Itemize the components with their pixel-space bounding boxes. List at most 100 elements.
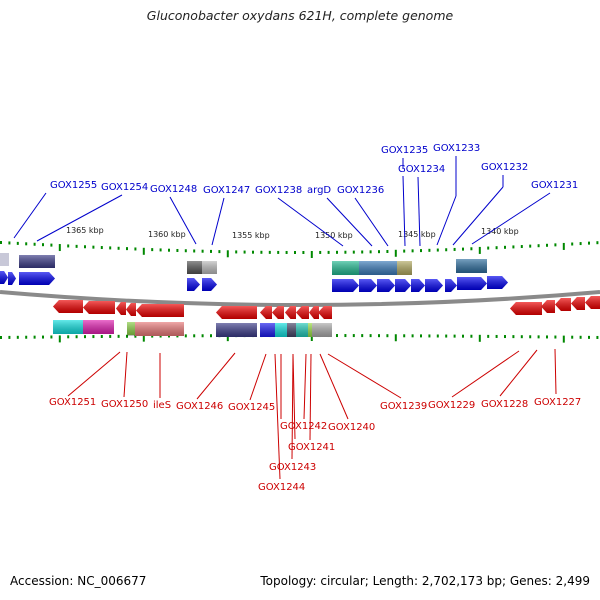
tick-mark <box>117 246 120 250</box>
tick-mark <box>420 249 422 253</box>
gene-label-iles[interactable]: ileS <box>153 400 171 411</box>
tick-mark <box>50 335 53 339</box>
gene-label-gox1246[interactable]: GOX1246 <box>176 401 223 412</box>
reverse-gene-arrow <box>309 306 319 319</box>
forward-gene-arrow <box>187 278 200 291</box>
tick-mark <box>562 242 565 250</box>
tick-mark <box>184 334 187 338</box>
tick-mark <box>403 249 406 253</box>
gene-label-gox1229[interactable]: GOX1229 <box>428 400 475 411</box>
tick-mark <box>142 334 145 342</box>
gene-label-gox1240[interactable]: GOX1240 <box>328 422 375 433</box>
tick-mark <box>352 250 355 254</box>
tick-mark <box>16 241 19 245</box>
tick-mark <box>571 242 574 246</box>
gene-label-gox1241[interactable]: GOX1241 <box>288 442 335 453</box>
tick-mark <box>67 244 70 248</box>
tick-mark <box>344 250 347 254</box>
tick-mark <box>84 245 86 249</box>
genome-summary-text: Topology: circular; Length: 2,702,173 bp… <box>260 574 590 588</box>
gene-label-gox1228[interactable]: GOX1228 <box>481 399 528 410</box>
tick-mark <box>361 250 364 254</box>
gene-label-gox1250[interactable]: GOX1250 <box>101 399 148 410</box>
leader-line <box>417 176 421 247</box>
tick-mark <box>75 244 78 248</box>
tick-mark <box>100 334 103 338</box>
tick-mark <box>596 335 599 339</box>
tick-mark <box>554 243 557 247</box>
gene-label-gox1242[interactable]: GOX1242 <box>280 421 327 432</box>
forward-genes <box>0 271 508 292</box>
leader-line <box>354 197 389 247</box>
leader-line <box>291 353 294 460</box>
tick-mark <box>546 243 548 247</box>
forward-gene-arrow <box>457 277 487 290</box>
forward-gene-arrow <box>411 279 425 292</box>
leader-line <box>309 353 312 441</box>
gene-label-gox1248[interactable]: GOX1248 <box>150 184 197 195</box>
tick-mark <box>562 335 565 343</box>
gene-label-gox1245[interactable]: GOX1245 <box>228 402 275 413</box>
leader-line <box>36 194 123 242</box>
gene-label-gox1231[interactable]: GOX1231 <box>531 180 578 191</box>
tick-mark <box>134 334 137 338</box>
tick-mark <box>512 335 515 339</box>
tick-mark <box>378 250 380 254</box>
reverse-gene-arrow <box>83 301 115 314</box>
scale-ticks <box>0 241 599 343</box>
tick-mark <box>571 335 574 339</box>
tick-mark <box>588 241 590 245</box>
gene-label-gox1244[interactable]: GOX1244 <box>258 482 305 493</box>
tick-mark <box>58 335 61 343</box>
tick-mark <box>428 248 431 252</box>
accession-text: Accession: NC_006677 <box>10 574 147 588</box>
gene-label-gox1238[interactable]: GOX1238 <box>255 185 302 196</box>
gene-label-gox1251[interactable]: GOX1251 <box>49 397 96 408</box>
tick-mark <box>445 248 448 252</box>
tick-mark <box>159 334 162 338</box>
tick-mark <box>294 250 296 254</box>
tick-mark <box>193 334 196 338</box>
gene-label-gox1232[interactable]: GOX1232 <box>481 162 528 173</box>
tick-mark <box>151 334 154 338</box>
reverse-gene-arrow <box>126 303 136 316</box>
tick-mark <box>151 248 154 252</box>
leader-line <box>451 350 520 398</box>
tick-mark <box>369 250 372 254</box>
gene-label-gox1255[interactable]: GOX1255 <box>50 180 97 191</box>
tick-mark <box>394 334 397 342</box>
gene-label-gox1236[interactable]: GOX1236 <box>337 185 384 196</box>
tick-mark <box>50 243 53 247</box>
gene-label-gox1239[interactable]: GOX1239 <box>380 401 427 412</box>
gene-label-gox1233[interactable]: GOX1233 <box>433 143 480 154</box>
tick-mark <box>588 335 590 339</box>
gene-label-gox1247[interactable]: GOX1247 <box>203 185 250 196</box>
tick-mark <box>462 334 464 338</box>
tick-mark <box>478 246 481 254</box>
leader-line <box>327 353 402 399</box>
tick-mark <box>33 242 36 246</box>
genome-backbone <box>0 290 600 307</box>
leader-line <box>326 197 373 247</box>
forward-cog-shading <box>19 255 487 275</box>
tick-mark <box>428 334 431 338</box>
tick-mark <box>260 250 263 254</box>
gene-label-argd[interactable]: argD <box>307 185 331 196</box>
tick-mark <box>109 246 112 250</box>
tick-mark <box>67 335 70 339</box>
tick-mark <box>159 248 162 252</box>
gene-label-gox1227[interactable]: GOX1227 <box>534 397 581 408</box>
tick-mark <box>504 245 506 249</box>
tick-mark <box>327 250 330 254</box>
tick-mark <box>58 244 61 252</box>
gene-label-gox1254[interactable]: GOX1254 <box>101 182 148 193</box>
reverse-gene-arrow <box>555 298 571 311</box>
tick-mark <box>42 243 44 247</box>
tick-mark <box>277 250 280 254</box>
gene-label-gox1234[interactable]: GOX1234 <box>398 164 445 175</box>
scale-label-1345: 1345 kbp <box>398 230 436 239</box>
gene-label-gox1243[interactable]: GOX1243 <box>269 462 316 473</box>
tick-mark <box>386 249 389 253</box>
gene-label-gox1235[interactable]: GOX1235 <box>381 145 428 156</box>
